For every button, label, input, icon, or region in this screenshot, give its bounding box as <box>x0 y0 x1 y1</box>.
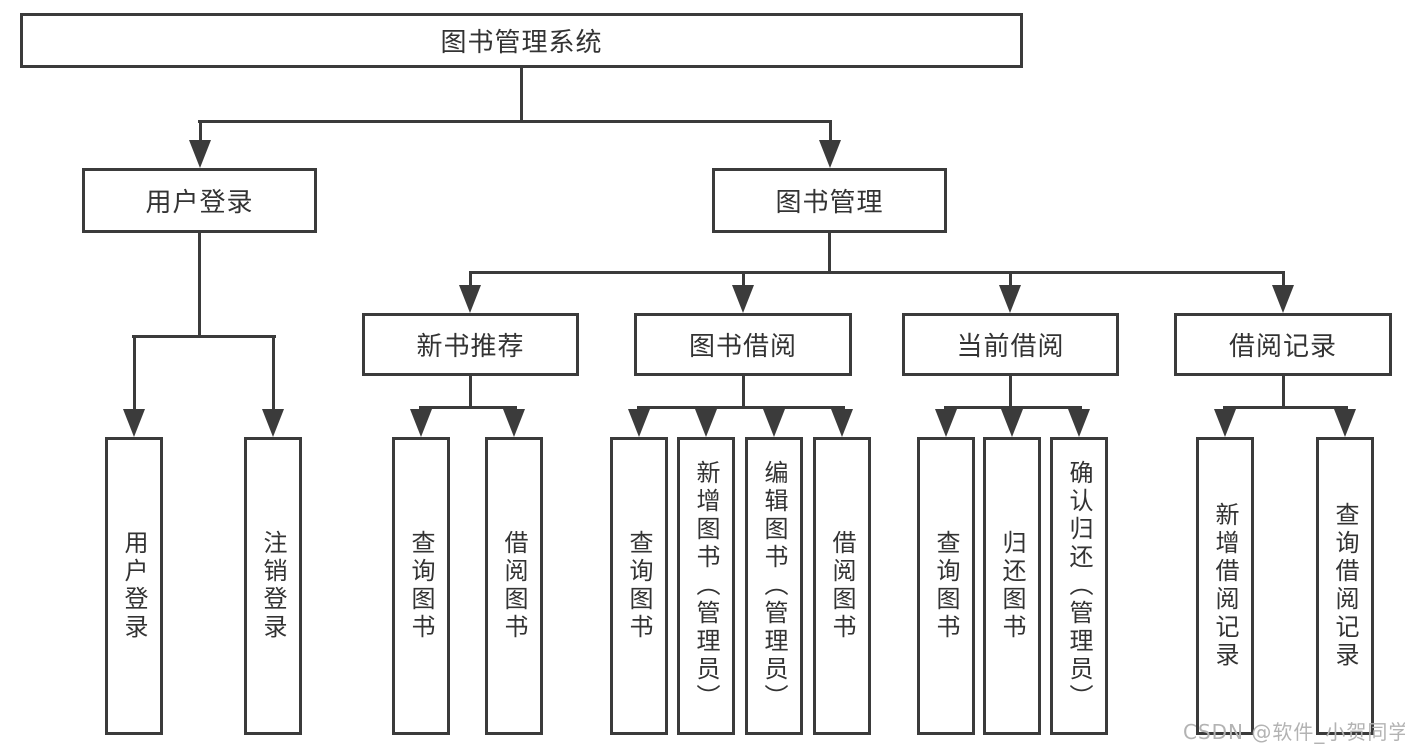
node-user-login: 用户登录 <box>82 168 317 233</box>
leaf-borrow-books-2: 借阅图书 <box>813 437 871 735</box>
arrow-to-leaf-add-borrow-record <box>1214 406 1236 437</box>
leaf-add-borrow-record: 新增借阅记录 <box>1196 437 1254 735</box>
leaf-confirm-return-admin: 确认归还（管理员） <box>1050 437 1108 735</box>
leaf-query-books-1: 查询图书 <box>392 437 450 735</box>
leaf-query-books-3-label: 查询图书 <box>932 530 960 642</box>
leaf-logout: 注销登录 <box>244 437 302 735</box>
node-user-login-label: 用户登录 <box>145 188 254 218</box>
arrow-to-leaf-user-login <box>123 335 145 437</box>
watermark: CSDN @软件_小贺同学 <box>1183 720 1405 744</box>
arrow-to-leaf-borrow-books-2 <box>831 406 853 437</box>
leaf-edit-book-admin-label: 编辑图书（管理员） <box>760 460 788 712</box>
leaf-edit-book-admin: 编辑图书（管理员） <box>745 437 803 735</box>
connector-new-book-recommend-stem <box>469 376 472 409</box>
arrow-to-leaf-return-book <box>1001 406 1023 437</box>
leaf-add-borrow-record-label: 新增借阅记录 <box>1211 502 1239 670</box>
connector-root-stem <box>520 68 523 123</box>
leaf-query-books-2: 查询图书 <box>610 437 668 735</box>
node-book-management: 图书管理 <box>712 168 947 233</box>
leaf-query-books-3: 查询图书 <box>917 437 975 735</box>
connector-borrow-records-span <box>1223 406 1348 409</box>
arrow-to-book-management <box>819 120 841 168</box>
node-current-borrow: 当前借阅 <box>902 313 1119 376</box>
arrow-to-leaf-borrow-books-1 <box>503 406 525 437</box>
leaf-query-borrow-record: 查询借阅记录 <box>1316 437 1374 735</box>
leaf-add-book-admin: 新增图书（管理员） <box>677 437 735 735</box>
arrow-to-leaf-query-books-2 <box>628 406 650 437</box>
leaf-user-login: 用户登录 <box>105 437 163 735</box>
node-book-management-label: 图书管理 <box>775 188 884 218</box>
leaf-confirm-return-admin-label: 确认归还（管理员） <box>1065 460 1093 712</box>
connector-book-borrow-stem <box>742 376 745 409</box>
leaf-query-books-2-label: 查询图书 <box>625 530 653 642</box>
leaf-query-books-1-label: 查询图书 <box>407 530 435 642</box>
arrow-to-new-book-recommend <box>459 271 481 313</box>
leaf-borrow-books-2-label: 借阅图书 <box>828 530 856 642</box>
connector-user-login-stem <box>198 233 201 338</box>
node-current-borrow-label: 当前借阅 <box>956 332 1065 362</box>
leaf-query-borrow-record-label: 查询借阅记录 <box>1331 502 1359 670</box>
arrow-to-leaf-confirm-return-admin <box>1068 406 1090 437</box>
arrow-to-leaf-edit-book-admin <box>763 406 785 437</box>
arrow-to-leaf-logout <box>262 335 284 437</box>
arrow-to-leaf-query-books-3 <box>935 406 957 437</box>
node-root-label: 图书管理系统 <box>440 28 603 58</box>
leaf-add-book-admin-label: 新增图书（管理员） <box>692 460 720 712</box>
leaf-return-book-label: 归还图书 <box>998 530 1026 642</box>
leaf-borrow-books-1: 借阅图书 <box>485 437 543 735</box>
connector-root-span <box>198 120 832 123</box>
node-book-borrow: 图书借阅 <box>634 313 852 376</box>
arrow-to-user-login <box>189 120 211 168</box>
connector-new-book-recommend-span <box>419 406 517 409</box>
node-borrow-records: 借阅记录 <box>1174 313 1392 376</box>
leaf-logout-label: 注销登录 <box>259 530 287 642</box>
node-borrow-records-label: 借阅记录 <box>1228 332 1337 362</box>
leaf-return-book: 归还图书 <box>983 437 1041 735</box>
connector-level3-span <box>469 271 1285 274</box>
arrow-to-leaf-query-books-1 <box>410 406 432 437</box>
connector-borrow-records-stem <box>1282 376 1285 409</box>
leaf-borrow-books-1-label: 借阅图书 <box>500 530 528 642</box>
connector-book-borrow-span <box>637 406 845 409</box>
arrow-to-current-borrow <box>999 271 1021 313</box>
arrow-to-leaf-query-borrow-record <box>1334 406 1356 437</box>
connector-book-management-stem <box>828 233 831 274</box>
arrow-to-book-borrow <box>732 271 754 313</box>
connector-current-borrow-stem <box>1009 376 1012 409</box>
leaf-user-login-label: 用户登录 <box>120 530 148 642</box>
connector-user-login-span <box>132 335 276 338</box>
arrow-to-borrow-records <box>1272 271 1294 313</box>
node-new-book-recommend: 新书推荐 <box>362 313 579 376</box>
arrow-to-leaf-add-book-admin <box>695 406 717 437</box>
node-root: 图书管理系统 <box>20 13 1023 68</box>
node-new-book-recommend-label: 新书推荐 <box>416 332 525 362</box>
node-book-borrow-label: 图书借阅 <box>688 332 797 362</box>
